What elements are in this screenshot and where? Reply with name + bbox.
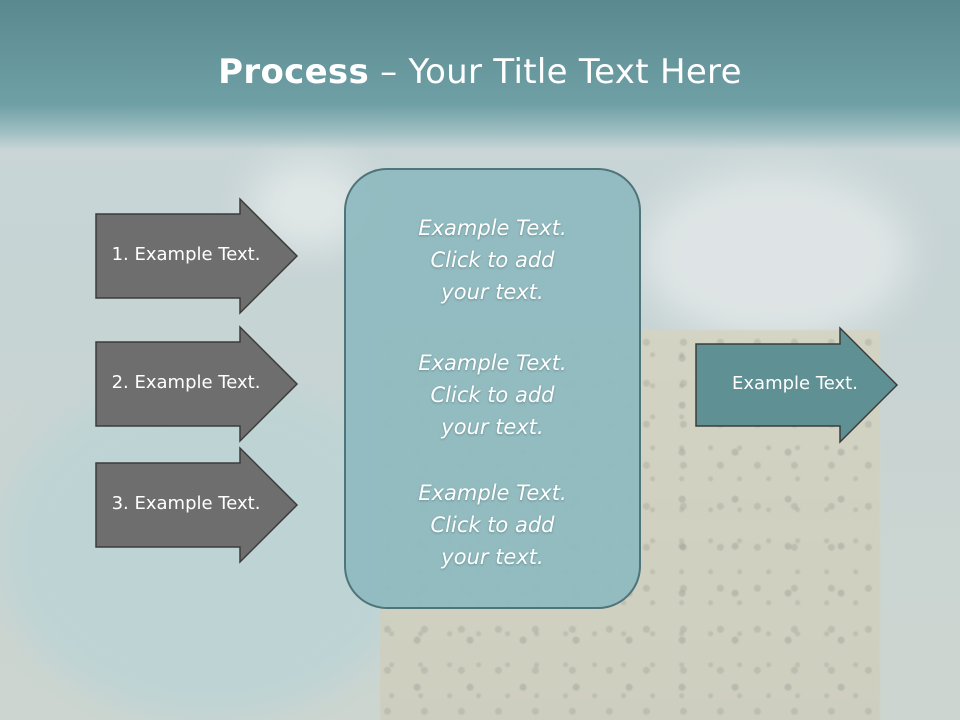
right-arrow-label: Example Text.: [732, 373, 858, 394]
block-1-line-1: Example Text.: [418, 216, 567, 240]
center-text-block-2: Example Text. Click to add your text.: [345, 347, 640, 443]
left-arrow-2: [95, 325, 299, 443]
block-3-line-2: Click to add: [430, 513, 555, 537]
left-arrow-3: [95, 446, 299, 564]
block-3-line-3: your text.: [441, 545, 544, 569]
block-2-line-2: Click to add: [430, 383, 555, 407]
left-arrow-2-label: 2. Example Text.: [111, 372, 261, 393]
block-1-line-2: Click to add: [430, 248, 555, 272]
center-text-block-3: Example Text. Click to add your text.: [345, 477, 640, 573]
right-arrow: [695, 326, 899, 444]
center-text-block-1: Example Text. Click to add your text.: [345, 212, 640, 308]
title-band: [0, 0, 960, 150]
center-box: [344, 168, 641, 609]
left-arrow-1-label: 1. Example Text.: [111, 244, 261, 265]
title-rest: – Your Title Text Here: [369, 52, 742, 92]
block-2-line-1: Example Text.: [418, 351, 567, 375]
block-3-line-1: Example Text.: [418, 481, 567, 505]
left-arrow-1: [95, 197, 299, 315]
block-2-line-3: your text.: [441, 415, 544, 439]
title-bold: Process: [218, 52, 370, 92]
left-arrow-3-label: 3. Example Text.: [111, 493, 261, 514]
block-1-line-3: your text.: [441, 280, 544, 304]
slide-title: Process – Your Title Text Here: [0, 52, 960, 92]
